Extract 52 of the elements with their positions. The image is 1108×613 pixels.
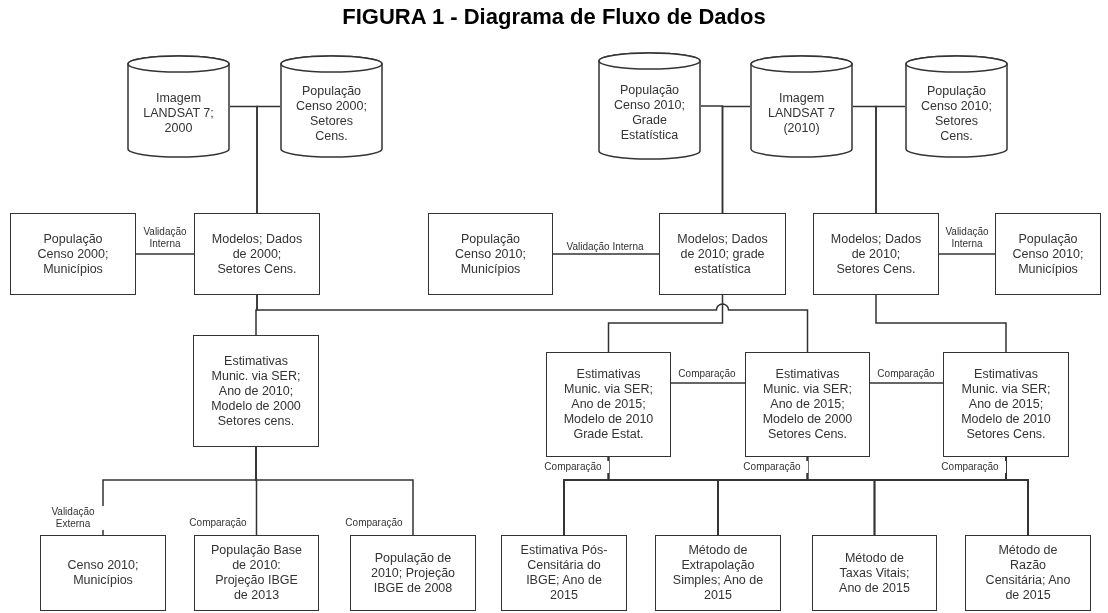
node-text: População Censo 2010; Grade Estatística: [613, 83, 686, 143]
process-box: [965, 535, 1091, 611]
connector-line: [721, 105, 751, 214]
node-text: População Base de 2010: Projeção IBGE de 2013: [210, 543, 303, 603]
node-text: Modelos; Dados de 2010; grade estatística: [676, 231, 769, 277]
diagram-title: FIGURA 1 - Diagrama de Fluxo de Dados: [341, 4, 767, 30]
node-text: Método de Extrapolação Simples; Ano de 2015: [672, 543, 764, 603]
process-box: [40, 535, 166, 611]
node-text: Método de Taxas Vitais; Ano de 2015: [838, 550, 911, 596]
node-text: População Censo 2010; Municípios: [1011, 231, 1085, 277]
connector-line: [938, 253, 996, 255]
connector-line: [607, 294, 724, 353]
node-text: População de 2010; Projeção IBGE de 2008: [369, 550, 457, 596]
process-box: [546, 352, 671, 457]
connector-line: [875, 105, 906, 214]
process-box: [659, 213, 786, 295]
process-box: [813, 213, 939, 295]
node-text: Imagem LANDSAT 7 (2010): [767, 91, 836, 136]
process-box: [194, 535, 319, 611]
node-text: Estimativas Munic. via SER; Ano de 2015; Modelo de 2010 Setores Cens.: [960, 367, 1052, 442]
node-text: Censo 2010; Municípios: [66, 558, 140, 588]
process-box: [745, 352, 870, 457]
process-box: [655, 535, 781, 611]
connector-line: [256, 294, 809, 353]
connector-line: [869, 382, 944, 384]
node-text: Método de Razão Censitária; Ano de 2015: [984, 543, 1072, 603]
connector-line: [670, 382, 746, 384]
node-text: Estimativa Pós-Censitária do IBGE; Ano de 2015: [519, 543, 609, 603]
process-box: [501, 535, 627, 611]
process-box: [193, 335, 319, 447]
node-text: Estimativas Munic. via SER; Ano de 2015; Modelo de 2010 Grade Estat.: [562, 367, 655, 442]
process-box: [943, 352, 1069, 457]
process-box: [10, 213, 136, 295]
process-box: [995, 213, 1101, 295]
node-text: População Censo 2010; Municípios: [454, 231, 527, 277]
connector-line: [552, 253, 660, 255]
node-text: Estimativas Munic. via SER; Ano de 2015; Modelo de 2000 Setores Cens.: [761, 367, 854, 442]
node-text: Estimativas Munic. via SER; Ano de 2010; Modelo de 2000 Setores cens.: [210, 353, 302, 429]
node-text: População Censo 2000; Setores Cens.: [295, 83, 368, 144]
connector-line: [875, 294, 1007, 353]
node-text: Modelos; Dados de 2000; Setores Cens.: [211, 231, 303, 277]
process-box: [194, 213, 320, 295]
node-text: População Censo 2000; Municípios: [36, 231, 110, 277]
connector-line: [256, 105, 281, 214]
node-text: Imagem LANDSAT 7; 2000: [142, 91, 215, 136]
process-box: [428, 213, 553, 295]
connector-line: [135, 253, 195, 255]
process-box: [812, 535, 937, 611]
connector-line: [255, 446, 414, 536]
node-text: Modelos; Dados de 2010; Setores Cens.: [830, 231, 922, 277]
process-box: [350, 535, 476, 611]
node-text: População Censo 2010; Setores Cens.: [920, 83, 993, 144]
